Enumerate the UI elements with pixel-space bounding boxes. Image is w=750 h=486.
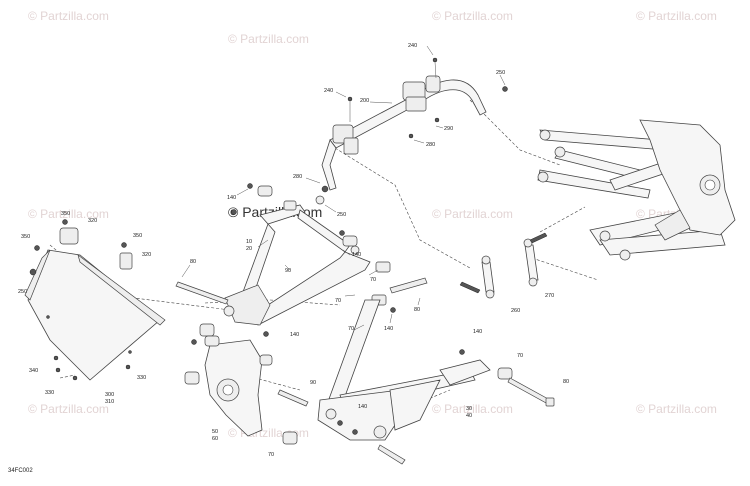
callout-80: 80 — [563, 379, 569, 385]
callout-310: 310 — [105, 399, 114, 405]
callout-20: 20 — [246, 246, 252, 252]
diagram-code: 34FC002 — [8, 468, 33, 474]
stabilizer-bar — [315, 57, 508, 205]
callout-10: 10 — [246, 239, 252, 245]
callout-70: 70 — [335, 298, 341, 304]
callout-70: 70 — [268, 452, 274, 458]
assembly-view — [537, 119, 736, 261]
callout-270: 270 — [545, 293, 554, 299]
watermark: © Partzilla.com — [432, 402, 513, 416]
callout-340: 340 — [29, 368, 38, 374]
callout-240: 240 — [408, 43, 417, 49]
callout-250: 250 — [496, 70, 505, 76]
callout-250: 250 — [18, 289, 27, 295]
callouts: 240 250 240 200 290 280 280 250 140 10 2… — [18, 43, 569, 458]
watermark: © Partzilla.com — [228, 32, 309, 46]
callout-40: 40 — [466, 413, 472, 419]
callout-350: 350 — [133, 233, 142, 239]
watermark: © Partzilla.com — [636, 9, 717, 23]
callout-350: 350 — [21, 234, 30, 240]
lower-arm — [317, 299, 555, 465]
callout-140: 140 — [473, 329, 482, 335]
callout-320: 320 — [142, 252, 151, 258]
watermark: © Partzilla.com — [636, 402, 717, 416]
callout-280: 280 — [426, 142, 435, 148]
callout-320: 320 — [88, 218, 97, 224]
callout-330: 330 — [137, 375, 146, 381]
upper-a-arm — [175, 183, 428, 326]
callout-260: 260 — [511, 308, 520, 314]
callout-250: 250 — [337, 212, 346, 218]
callout-90: 90 — [310, 380, 316, 386]
callout-30: 30 — [466, 406, 472, 412]
knuckle — [184, 323, 309, 445]
stabilizer-links — [459, 232, 548, 299]
callout-90: 90 — [285, 268, 291, 274]
callout-280: 280 — [293, 174, 302, 180]
callout-50: 50 — [212, 429, 218, 435]
watermark: © Partzilla.com — [28, 9, 109, 23]
watermark: © Partzilla.com — [28, 207, 109, 221]
callout-70: 70 — [517, 353, 523, 359]
callout-80: 80 — [414, 307, 420, 313]
callout-140: 140 — [384, 326, 393, 332]
callout-140: 140 — [290, 332, 299, 338]
callout-140: 140 — [227, 195, 236, 201]
callout-240: 240 — [324, 88, 333, 94]
watermark: © Partzilla.com — [28, 402, 109, 416]
callout-300: 300 — [105, 392, 114, 398]
callout-70: 70 — [348, 326, 354, 332]
leader-lines — [181, 45, 506, 331]
callout-330: 330 — [45, 390, 54, 396]
callout-70: 70 — [370, 277, 376, 283]
callout-350: 350 — [61, 211, 70, 217]
watermark-layer: © Partzilla.com © Partzilla.com © Partzi… — [28, 9, 717, 440]
skid-plate — [24, 219, 166, 381]
callout-80: 80 — [190, 259, 196, 265]
callout-200: 200 — [360, 98, 369, 104]
callout-60: 60 — [212, 436, 218, 442]
watermark: © Partzilla.com — [432, 207, 513, 221]
callout-290: 290 — [444, 126, 453, 132]
callout-140: 140 — [352, 252, 361, 258]
watermark: © Partzilla.com — [432, 9, 513, 23]
callout-140: 140 — [358, 404, 367, 410]
